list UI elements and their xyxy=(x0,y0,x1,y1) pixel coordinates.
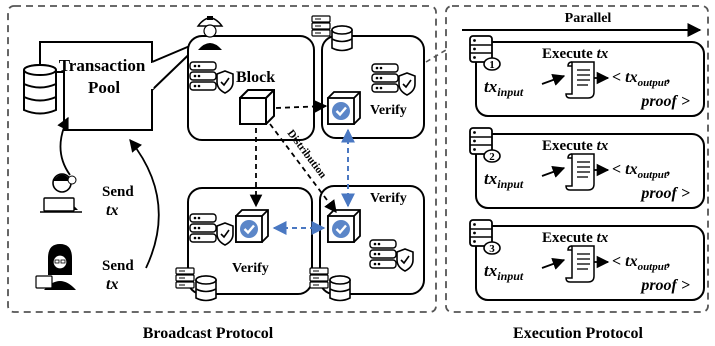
parallel-label: Parallel xyxy=(565,11,612,26)
broadcast-protocol-title: Broadcast Protocol xyxy=(143,325,274,342)
frame-connector xyxy=(425,49,447,63)
database-stack-icon-bottom-right xyxy=(329,275,351,302)
node-number-2: 2 xyxy=(489,151,495,163)
pool-label-line1: Transaction xyxy=(59,56,146,75)
verify-label-top-right: Verify xyxy=(370,103,407,118)
transaction-pool: Transaction Pool xyxy=(39,39,205,131)
execute-title-2: Execute tx xyxy=(542,138,609,154)
database-stack-icon-bottom-left xyxy=(195,275,217,302)
pool-label-line2: Pool xyxy=(88,78,120,97)
execution-protocol-title: Execution Protocol xyxy=(513,325,643,342)
user-woman-icon xyxy=(35,244,76,290)
proof-2: proof > xyxy=(639,185,690,202)
verify-label-bottom-left: Verify xyxy=(232,261,269,276)
database-stack-icon-top-right xyxy=(331,25,353,52)
tx-input-2: txinput xyxy=(484,169,524,191)
block-cube-icon xyxy=(239,89,275,125)
verify-label-bottom-right: Verify xyxy=(370,191,407,206)
server-icon-bottom-right xyxy=(309,267,329,289)
tx-output-2: < txoutput, xyxy=(612,161,671,181)
node-number-3: 3 xyxy=(489,243,495,255)
node-number-1: 1 xyxy=(489,59,495,71)
execute-panel-1: 1 Execute tx txinput < txoutput, proof > xyxy=(469,35,705,117)
send-label-lower: Send xyxy=(102,258,134,274)
input-arrow-3 xyxy=(541,257,566,270)
verified-cube-bottom-left xyxy=(234,208,270,244)
execute-title-3: Execute tx xyxy=(542,230,609,246)
user-laptop-icon xyxy=(40,173,82,213)
verified-cube-top-right xyxy=(326,90,362,126)
database-icon xyxy=(23,64,57,115)
execute-title-1: Execute tx xyxy=(542,46,609,62)
proof-3: proof > xyxy=(639,277,690,294)
verified-cube-bottom-right xyxy=(326,208,362,244)
execution-frame xyxy=(445,5,709,313)
send-label-upper: Send xyxy=(102,184,134,200)
server-icon-bottom-left xyxy=(175,267,195,289)
database-icon-top-right xyxy=(311,15,331,37)
input-arrow-2 xyxy=(541,165,566,178)
send-arrow-upper xyxy=(57,116,71,176)
tx-output-3: < txoutput, xyxy=(612,253,671,273)
distribution-arrow-diagonal xyxy=(269,123,337,214)
tx-output-1: < txoutput, xyxy=(612,69,671,89)
tx-input-3: txinput xyxy=(484,261,524,283)
broadcast-frame xyxy=(7,5,437,313)
input-arrow-1 xyxy=(541,73,566,86)
tx-label-upper: tx xyxy=(106,202,118,219)
block-label: Block xyxy=(236,69,275,86)
execute-panel-3: 3 Execute tx txinput < txoutput, proof > xyxy=(469,219,705,301)
tx-label-lower: tx xyxy=(106,276,118,293)
block-node xyxy=(187,35,315,141)
tx-input-1: txinput xyxy=(484,77,524,99)
miner-icon xyxy=(196,16,224,50)
send-arrow-lower xyxy=(129,139,160,269)
proof-1: proof > xyxy=(639,93,690,110)
execute-panel-2: 2 Execute tx txinput < txoutput, proof > xyxy=(469,127,705,209)
